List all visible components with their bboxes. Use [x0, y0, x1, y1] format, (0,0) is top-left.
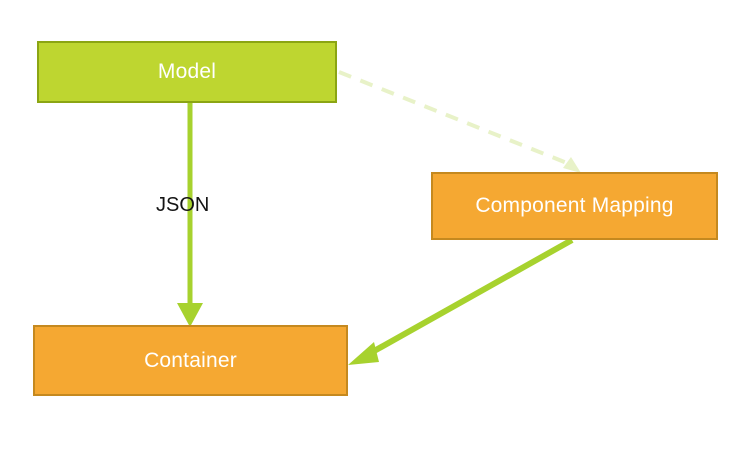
node-component-mapping[interactable]: Component Mapping [431, 172, 718, 240]
edge-model-to-component-mapping [338, 70, 581, 173]
edge-label-json: JSON [156, 194, 210, 216]
node-container[interactable]: Container [33, 325, 348, 396]
node-model-label: Model [157, 60, 217, 83]
edge-model-to-component-mapping-arrowhead [563, 157, 581, 173]
edge-model-to-component-mapping-line [338, 70, 573, 167]
node-component-mapping-label: Component Mapping [475, 194, 674, 217]
edge-model-to-container-arrowhead [177, 303, 203, 327]
edge-model-to-container [177, 103, 203, 327]
edge-component-mapping-to-container [348, 237, 574, 365]
edge-component-mapping-to-container-arrowhead [348, 342, 379, 365]
node-model[interactable]: Model [37, 41, 337, 103]
node-container-label: Container [144, 348, 237, 372]
edge-component-mapping-to-container-line [365, 237, 574, 358]
